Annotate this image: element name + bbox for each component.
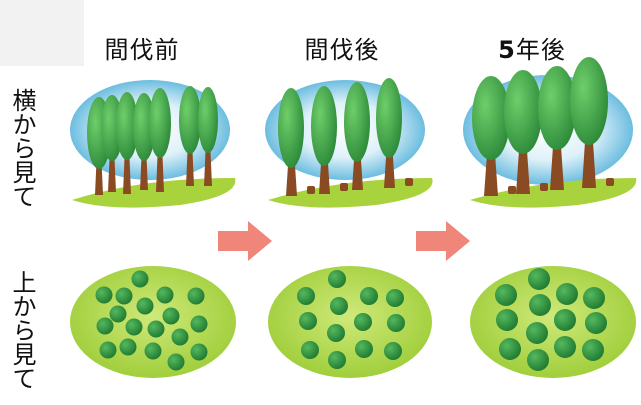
arrow-right-icon xyxy=(218,221,272,261)
trees-5-years xyxy=(472,57,614,196)
canopy-dot-icon xyxy=(495,284,517,306)
canopy-dot-icon xyxy=(99,341,117,359)
canopy-dot-icon xyxy=(171,328,189,346)
canopy-dot-icon xyxy=(556,283,578,305)
trees-after xyxy=(278,78,413,196)
canopy-dot-icon xyxy=(95,286,113,304)
canopy-dot-icon xyxy=(386,289,404,307)
canopy-dot-icon xyxy=(131,270,149,288)
canopy-dot-icon xyxy=(119,338,137,356)
tree-icon xyxy=(376,78,402,188)
five-number: 5 xyxy=(498,36,516,64)
tree-icon xyxy=(198,87,218,186)
tree-icon xyxy=(472,76,510,196)
tree-icon xyxy=(504,70,542,194)
canopy-dot-icon xyxy=(496,309,518,331)
ground xyxy=(72,178,236,208)
canopy-dot-icon xyxy=(156,286,174,304)
canopy-dot-icon xyxy=(162,307,180,325)
trees-before xyxy=(87,86,218,195)
canopy-dot-icon xyxy=(147,320,165,338)
canopy-dot-icon xyxy=(354,313,372,331)
tree-icon xyxy=(278,88,304,196)
canopy-dot-icon xyxy=(190,343,208,361)
canopy-dot-icon xyxy=(554,309,576,331)
stump-icon xyxy=(540,183,548,191)
canopy-dot-icon xyxy=(187,287,205,305)
tree-icon xyxy=(179,86,201,186)
tree-icon xyxy=(344,82,370,190)
stump-icon xyxy=(508,186,516,194)
canopy-dot-icon xyxy=(328,270,346,288)
row-label-side-view: 横から見て xyxy=(8,88,36,208)
years-after-text: 年後 xyxy=(515,36,566,64)
canopy-dot-icon xyxy=(328,351,346,369)
canopy-dot-icon xyxy=(330,297,348,315)
top-view-5-years xyxy=(470,266,636,378)
canopy-dot-icon xyxy=(526,322,548,344)
row-label-top-view: 上から見て xyxy=(8,270,36,390)
canopy-dot-icon xyxy=(384,342,402,360)
column-header-before: 間伐前 xyxy=(104,36,180,64)
column-header-after: 間伐後 xyxy=(304,36,380,64)
canopy-dot-icon xyxy=(96,317,114,335)
canopy-dot-icon xyxy=(301,341,319,359)
canopy-dot-icon xyxy=(527,349,549,371)
canopy-dot-icon xyxy=(190,315,208,333)
canopy-dot-icon xyxy=(583,287,605,309)
canopy-dot-icon xyxy=(299,312,317,330)
canopy-dot-icon xyxy=(582,339,604,361)
canopy-dot-icon xyxy=(529,294,551,316)
canopy-dot-icon xyxy=(554,336,576,358)
canopy-area xyxy=(268,266,432,378)
tree-icon xyxy=(570,57,608,188)
canopy-dot-icon xyxy=(115,287,133,305)
stump-icon xyxy=(606,178,614,186)
canopy-area xyxy=(470,266,636,378)
tree-icon xyxy=(538,66,576,190)
tree-icon xyxy=(133,93,155,190)
tree-icon xyxy=(149,88,171,192)
canopy-dot-icon xyxy=(297,287,315,305)
canopy-dot-icon xyxy=(360,287,378,305)
canopy-dot-icon xyxy=(125,318,143,336)
canopy-dot-icon xyxy=(167,353,185,371)
canopy-dot-icon xyxy=(109,305,127,323)
canopy-dot-icon xyxy=(136,297,154,315)
header-area xyxy=(84,0,641,66)
canopy-dot-icon xyxy=(355,340,373,358)
canopy-dot-icon xyxy=(528,268,550,290)
stump-icon xyxy=(340,183,348,191)
canopy-dot-icon xyxy=(585,312,607,334)
top-view-before xyxy=(70,266,236,378)
top-view-after xyxy=(268,266,432,378)
canopy-dot-icon xyxy=(387,314,405,332)
tree-icon xyxy=(311,86,337,194)
canopy-dot-icon xyxy=(144,342,162,360)
canopy-dot-icon xyxy=(327,324,345,342)
canopy-dot-icon xyxy=(499,338,521,360)
stump-icon xyxy=(405,178,413,186)
stump-icon xyxy=(307,186,315,194)
tree-icon xyxy=(116,92,138,194)
column-header-5-years: 5年後 xyxy=(452,30,612,65)
arrow-right-icon xyxy=(416,221,470,261)
